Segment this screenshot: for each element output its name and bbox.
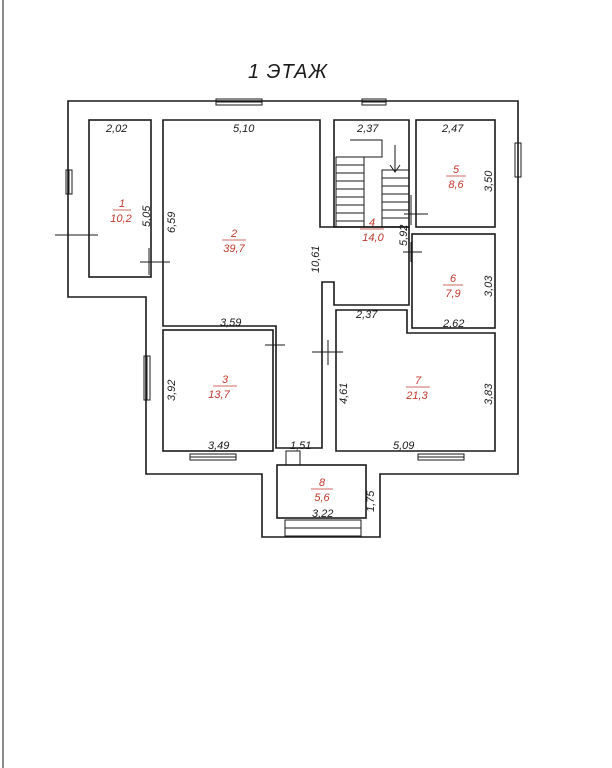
room-4-area: 14,0: [362, 232, 384, 244]
stair-arrow-head: [389, 164, 401, 173]
dim-room-7-width: 5,09: [393, 440, 414, 452]
room-1-area: 10,2: [110, 213, 131, 225]
dim-room-7-height-left: 4,61: [338, 383, 350, 404]
dim-room-3-height: 3,92: [166, 380, 178, 401]
room-1-number: 1: [119, 198, 125, 210]
room-3-number: 3: [222, 374, 229, 386]
room-7-area: 21,3: [405, 390, 428, 402]
room-8-number: 8: [319, 477, 326, 489]
room-8-area: 5,6: [314, 492, 330, 504]
room-6-number: 6: [450, 273, 457, 285]
room-3-outline: [162, 329, 274, 452]
dim-room-8-width-bottom: 3,22: [312, 508, 333, 520]
room-7-number: 7: [415, 375, 422, 387]
windows: [65, 98, 522, 537]
room-5-outline: [415, 119, 496, 228]
outer-wall-outer: [67, 100, 519, 538]
dim-room-2-height-left: 6,59: [166, 212, 178, 233]
dim-room-6-height: 3,03: [483, 275, 495, 297]
room-7-outline: [335, 309, 496, 452]
doorway: [285, 450, 301, 466]
dim-room-4-height: 5,92: [398, 225, 410, 246]
dim-room-4-width-bottom: 2,37: [355, 309, 378, 321]
room-2-outline: [162, 119, 410, 449]
dim-room-4-width-top: 2,37: [356, 123, 379, 135]
dim-room-3-width-top: 3,59: [220, 317, 241, 329]
stair-flight-left: [335, 156, 365, 228]
dim-room-2-width: 5,10: [233, 123, 255, 135]
room-8-outline: [276, 464, 367, 519]
room-2-number: 2: [230, 228, 237, 240]
room-2-area: 39,7: [223, 243, 245, 255]
dim-room-3-width-bottom: 3,49: [208, 440, 229, 452]
floor-title: 1 ЭТАЖ: [248, 61, 328, 83]
door-marks: [55, 195, 428, 365]
dimension-labels: 2,02 5,05 5,10 6,59 10,61 2,37 5,92 2,37…: [105, 123, 495, 520]
room-5-area: 8,6: [448, 179, 464, 191]
dim-room-5-height: 3,50: [483, 170, 495, 192]
room-6-outline: [411, 233, 496, 329]
room-6-area: 7,9: [445, 288, 460, 300]
dim-room-1-width: 2,02: [105, 123, 127, 135]
room-1-outline: [88, 119, 152, 278]
dim-room-8-height: 1,75: [365, 490, 377, 512]
room-3-area: 13,7: [208, 389, 230, 401]
room-5-number: 5: [453, 164, 460, 176]
dim-room-5-width: 2,47: [441, 123, 464, 135]
dim-room-8-width-top: 1,51: [290, 440, 311, 452]
dim-room-7-height-right: 3,83: [483, 383, 495, 405]
dim-room-2-height: 10,61: [310, 245, 322, 273]
dim-room-1-height: 5,05: [141, 205, 153, 227]
dim-room-6-width: 2,62: [442, 318, 464, 330]
room-labels: 1 10,2 2 39,7 3 13,7 4 14,0 5 8,6 6 7,9 …: [110, 164, 466, 504]
room-4-number: 4: [369, 217, 375, 229]
staircase: [335, 139, 410, 228]
